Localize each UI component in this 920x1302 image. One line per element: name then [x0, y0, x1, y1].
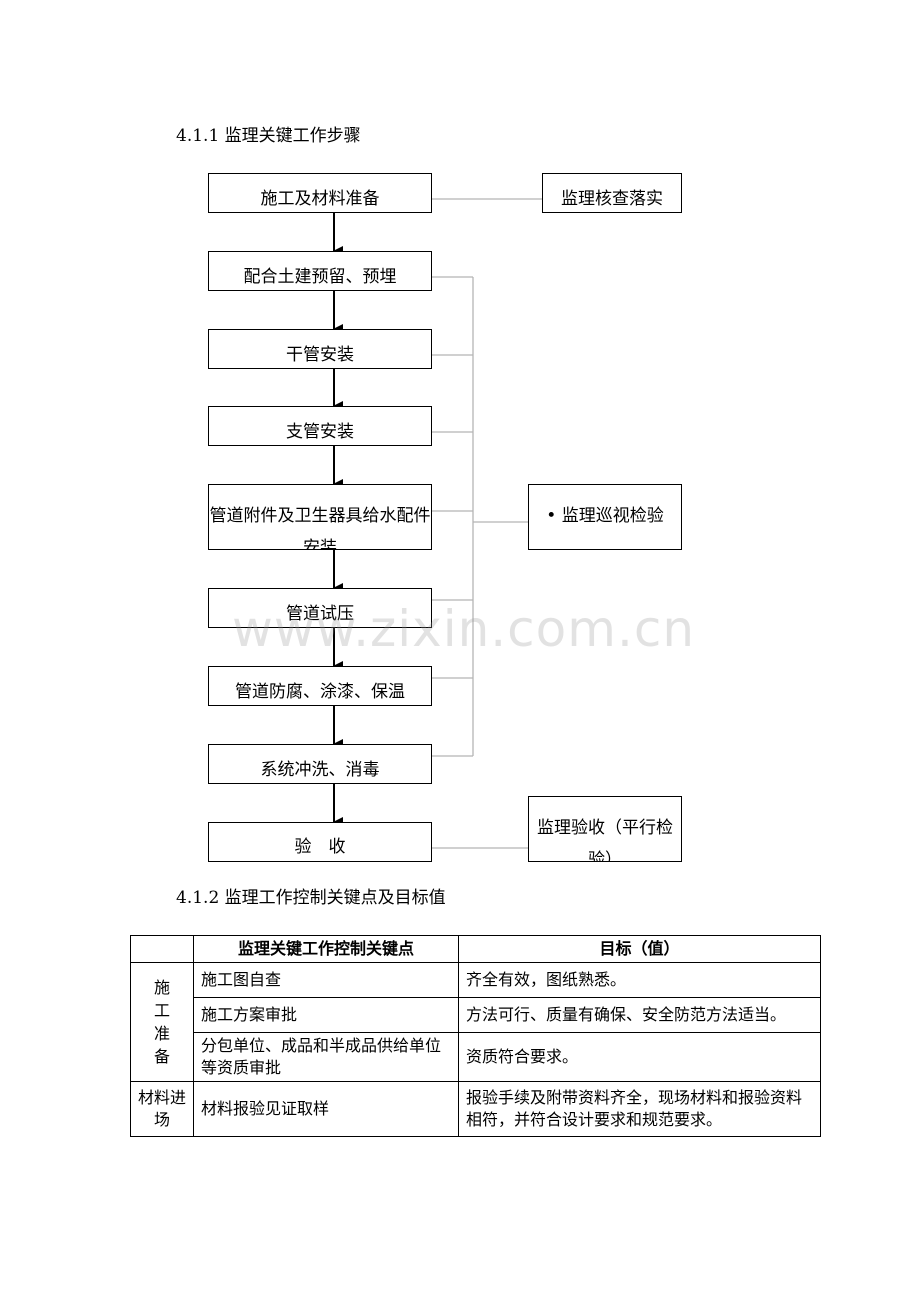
- flow-step-embed: 配合土建预留、预埋: [208, 251, 432, 291]
- watermark: www.zixin.com.cn: [232, 600, 696, 658]
- side-box-verify: 监理核查落实: [542, 173, 682, 213]
- table-cell-point: 施工图自查: [193, 962, 459, 998]
- flow-step-branch-pipe: 支管安装: [208, 406, 432, 446]
- table-header-target: 目标（值）: [458, 935, 821, 963]
- control-points-table: 监理关键工作控制关键点 目标（值） 施工准备 施工图自查 齐全有效，图纸熟悉。 …: [130, 935, 821, 1137]
- table-cell-point: 分包单位、成品和半成品供给单位等资质审批: [193, 1032, 459, 1082]
- table-cell-point: 施工方案审批: [193, 997, 459, 1033]
- table-header-point: 监理关键工作控制关键点: [193, 935, 459, 963]
- flow-step-flushing: 系统冲洗、消毒: [208, 744, 432, 784]
- table-header-empty: [130, 935, 194, 963]
- flow-step-fittings: 管道附件及卫生器具给水配件安装: [208, 484, 432, 550]
- table-row: 材料进场 材料报验见证取样 报验手续及附带资料齐全，现场材料和报验资料相符，并符…: [130, 1081, 821, 1137]
- table-header-row: 监理关键工作控制关键点 目标（值）: [130, 935, 821, 963]
- table-cell-target: 报验手续及附带资料齐全，现场材料和报验资料相符，并符合设计要求和规范要求。: [458, 1081, 821, 1137]
- table-row: 施工准备 施工图自查 齐全有效，图纸熟悉。: [130, 962, 821, 1082]
- flow-step-prep: 施工及材料准备: [208, 173, 432, 213]
- section-heading-2: 4.1.2 监理工作控制关键点及目标值: [176, 888, 446, 908]
- flow-step-pressure-test: 管道试压: [208, 588, 432, 628]
- flow-step-anticorrosion: 管道防腐、涂漆、保温: [208, 666, 432, 706]
- side-box-patrol: • 监理巡视检验: [528, 484, 682, 550]
- table-row: 施工方案审批 方法可行、质量有确保、安全防范方法适当。: [131, 997, 821, 1033]
- flow-step-main-pipe: 干管安装: [208, 329, 432, 369]
- flow-step-acceptance: 验 收: [208, 822, 432, 862]
- table-cell-target: 资质符合要求。: [458, 1032, 821, 1082]
- table-cell-target: 方法可行、质量有确保、安全防范方法适当。: [458, 997, 821, 1033]
- table-row: 分包单位、成品和半成品供给单位等资质审批 资质符合要求。: [131, 1032, 821, 1082]
- section-heading-1: 4.1.1 监理关键工作步骤: [176, 126, 361, 146]
- side-box-acceptance: 监理验收（平行检验）: [528, 796, 682, 862]
- group-material-entry: 材料进场: [130, 1081, 194, 1137]
- table-cell-target: 齐全有效，图纸熟悉。: [458, 962, 821, 998]
- table-cell-point: 材料报验见证取样: [193, 1081, 459, 1137]
- group-construction-prep: 施工准备: [130, 962, 194, 1082]
